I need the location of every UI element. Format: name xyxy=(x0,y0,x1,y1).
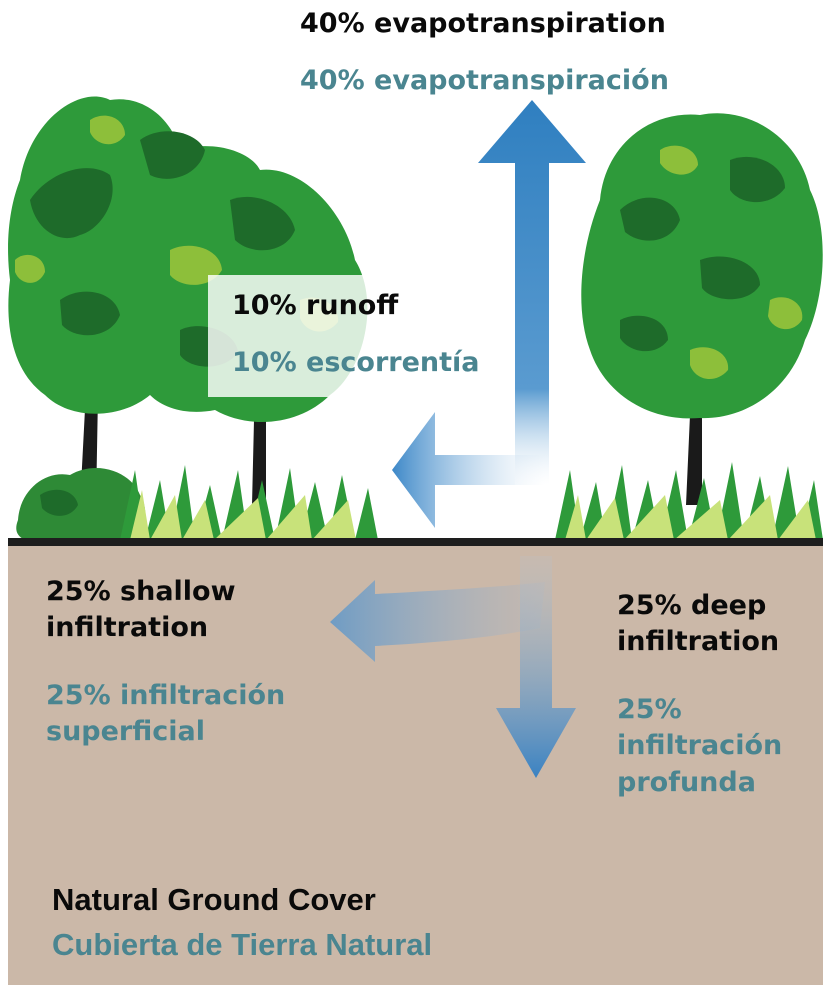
evapotranspiration-label-es: 40% evapotranspiración xyxy=(300,65,669,96)
ground-line xyxy=(8,538,823,546)
deep-infiltration-label-en: 25% deep infiltration xyxy=(617,588,779,661)
deep-infiltration-label-es-line2: infiltración xyxy=(617,730,783,762)
shallow-infiltration-label-en-line2: infiltration xyxy=(46,612,209,644)
deep-infiltration-label-en-line2: infiltration xyxy=(617,626,780,658)
deep-infiltration-label-es-line3: profunda xyxy=(617,766,756,798)
runoff-arrow xyxy=(392,412,545,528)
shallow-infiltration-label-es-line1: 25% infiltración xyxy=(46,680,286,711)
shallow-infiltration-label-en-line1: 25% shallow xyxy=(46,576,236,607)
runoff-label-en: 10% runoff xyxy=(232,290,399,321)
caption-en: Natural Ground Cover xyxy=(52,882,376,917)
deep-infiltration-label-en-line1: 25% deep xyxy=(617,590,767,621)
deep-infiltration-label-es-line1: 25% xyxy=(617,694,682,725)
tree-right xyxy=(555,113,823,540)
caption-es: Cubierta de Tierra Natural xyxy=(52,927,433,962)
shallow-infiltration-label-en: 25% shallow infiltration xyxy=(46,574,236,647)
deep-infiltration-arrow xyxy=(496,556,576,778)
runoff-label-box xyxy=(208,275,483,397)
shallow-infiltration-label-es: 25% infiltración superficial xyxy=(46,678,285,751)
shallow-infiltration-label-es-line2: superficial xyxy=(46,716,205,748)
deep-infiltration-label-es: 25% infiltración profunda xyxy=(617,692,782,801)
runoff-label-es: 10% escorrentía xyxy=(232,347,480,378)
shallow-infiltration-arrow xyxy=(330,580,545,662)
evapotranspiration-arrow xyxy=(478,100,586,485)
evapotranspiration-label-en: 40% evapotranspiration xyxy=(300,8,666,39)
